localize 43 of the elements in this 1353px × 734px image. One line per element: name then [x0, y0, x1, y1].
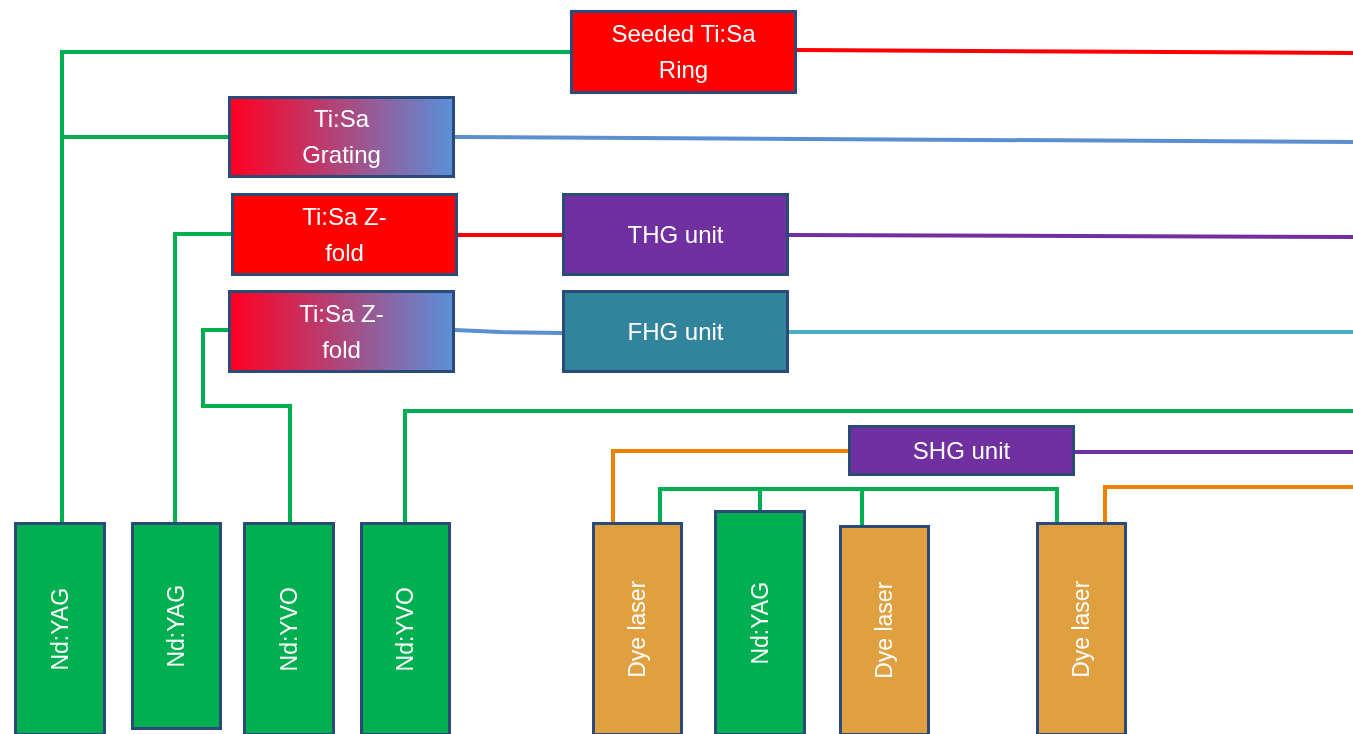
unit-box — [562, 193, 789, 276]
box-label: THG unit — [627, 219, 724, 250]
laser-box — [243, 522, 335, 734]
connector-line — [403, 409, 1353, 522]
connector-line — [455, 135, 1353, 144]
box-label: Dye laser — [870, 581, 899, 680]
box-label: Seeded Ti:Sa Ring — [610, 19, 757, 85]
connector-line — [797, 48, 1353, 55]
box-label: Nd:YVO — [274, 586, 303, 672]
connector-line — [454, 328, 563, 335]
unit-box — [570, 10, 797, 94]
laser-box — [839, 525, 930, 734]
box-label: Nd:YAG — [745, 581, 774, 665]
laser-box — [131, 522, 222, 730]
connector-line — [458, 233, 562, 237]
unit-box — [228, 96, 455, 178]
connector-line — [789, 330, 1353, 334]
box-label: Nd:YAG — [45, 587, 74, 671]
unit-box — [848, 425, 1075, 476]
unit-box — [231, 193, 458, 276]
connector-line — [201, 328, 292, 522]
connector-line — [173, 232, 231, 522]
box-label: Nd:YVO — [391, 586, 420, 672]
laser-box — [360, 522, 451, 734]
connector-line — [1103, 485, 1353, 522]
box-label: Ti:Sa Z-fold — [301, 201, 388, 268]
box-label: SHG unit — [912, 435, 1011, 466]
box-label: Dye laser — [623, 580, 652, 678]
box-label: Nd:YAG — [162, 584, 191, 668]
laser-box — [714, 510, 806, 734]
box-label: Dye laser — [1067, 580, 1096, 678]
box-label: Ti:Sa Grating — [301, 104, 382, 170]
box-label: Ti:Sa Z-fold — [298, 298, 385, 365]
laser-box — [1036, 522, 1127, 734]
box-label: FHG unit — [627, 316, 724, 347]
unit-box — [228, 290, 455, 373]
connector-line — [789, 233, 1353, 239]
connector-line — [611, 449, 848, 522]
laser-box — [14, 522, 106, 734]
connector-line — [60, 135, 228, 522]
laser-box — [592, 522, 683, 734]
connector-line — [1075, 450, 1353, 454]
unit-box — [562, 290, 789, 373]
